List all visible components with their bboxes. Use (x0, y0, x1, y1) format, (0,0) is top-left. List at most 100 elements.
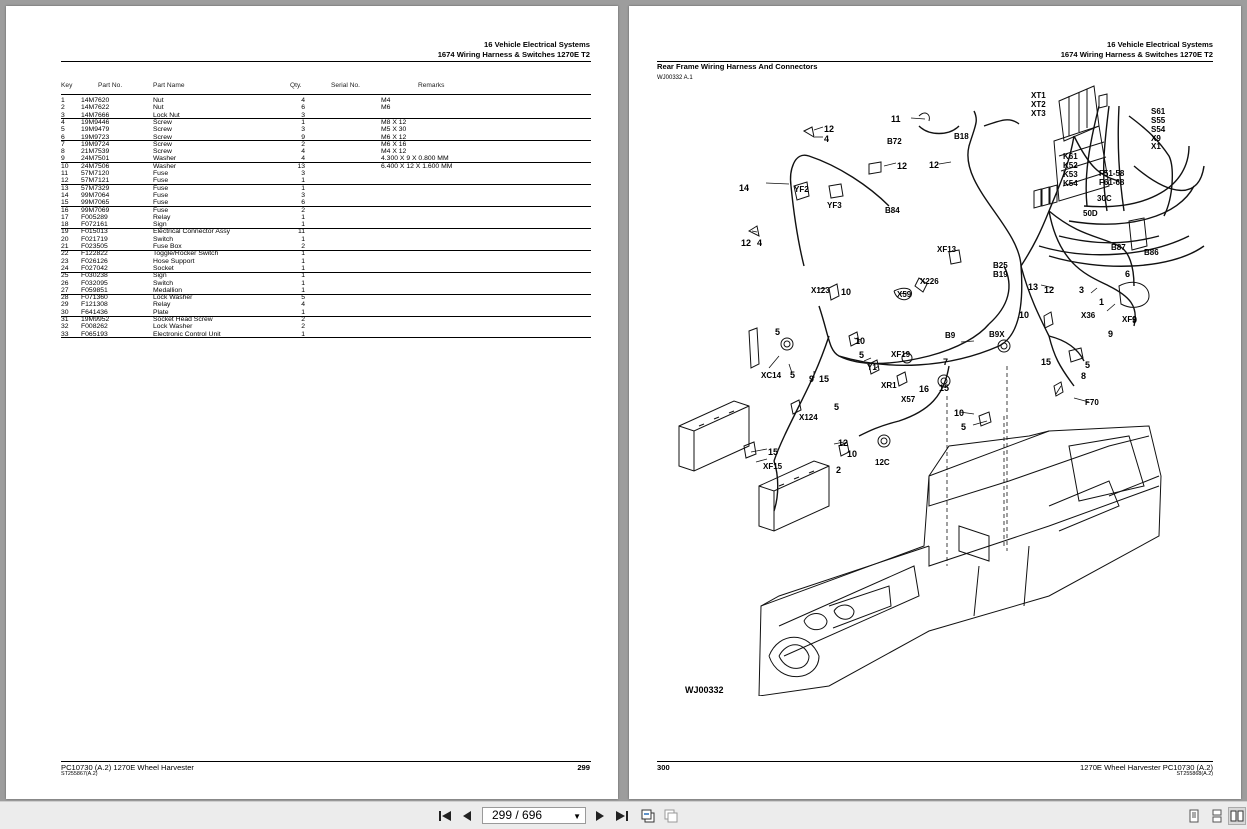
callout-label: F70 (1085, 398, 1099, 407)
row-part-name: Electrical Connector Assy (153, 228, 231, 236)
next-page-button[interactable] (591, 807, 609, 825)
row-part-no: F021719 (81, 235, 108, 243)
row-qty: 9 (301, 133, 305, 141)
row-qty: 2 (301, 206, 305, 214)
row-qty: 3 (301, 191, 305, 199)
row-key: 6 (61, 133, 65, 141)
page-number-input[interactable]: 299 / 696 ▼ (482, 807, 586, 824)
row-part-no: 24M7506 (81, 162, 110, 170)
relay-block (1053, 85, 1110, 202)
last-page-button[interactable] (613, 807, 631, 825)
row-qty: 1 (301, 308, 305, 316)
callout-label: 12C (875, 458, 890, 467)
row-part-no: 19M9952 (81, 316, 110, 323)
row-qty: 1 (301, 235, 305, 243)
row-part-name: Sign (153, 272, 167, 280)
row-part-name: Electronic Control Unit (153, 330, 221, 338)
row-qty: 1 (301, 177, 305, 185)
figure-code: WJ00332 (685, 685, 724, 695)
row-key: 33 (61, 330, 69, 338)
section-title: 16 Vehicle Electrical Systems (484, 40, 590, 49)
header-rule (657, 61, 1213, 62)
harness-cables (773, 105, 1205, 512)
row-qty: 4 (301, 155, 305, 163)
row-part-name: Toggle/Rocker Switch (153, 250, 219, 258)
row-qty: 11 (297, 228, 305, 236)
row-part-name: Switch (153, 235, 174, 243)
footer-document: 1270E Wheel Harvester PC10730 (A.2) (1080, 763, 1213, 772)
callout-label: XF13 (937, 245, 957, 254)
row-key: 9 (61, 155, 65, 163)
callout-label: X36 (1081, 311, 1096, 320)
callout-label: 8 (1081, 371, 1086, 381)
callout-label: 4 (824, 134, 829, 144)
section-subtitle: 1674 Wiring Harness & Switches 1270E T2 (1060, 50, 1213, 59)
row-key: 29 (61, 301, 69, 309)
next-view-button[interactable] (662, 807, 680, 825)
callout-label: K61 (1063, 152, 1078, 161)
row-key: 13 (61, 184, 69, 192)
callout-label: 10 (855, 336, 865, 346)
row-key: 32 (61, 323, 69, 331)
two-page-view-icon (1230, 810, 1244, 822)
row-part-no: 14M7620 (81, 97, 110, 104)
callout-label: B84 (885, 206, 900, 215)
callout-label: X123 (811, 286, 830, 295)
left-page: 16 Vehicle Electrical Systems 1674 Wirin… (6, 6, 618, 799)
row-part-no: 99M7065 (81, 199, 110, 207)
row-qty: 2 (301, 243, 305, 250)
row-key: 12 (61, 177, 69, 185)
footer-document: PC10730 (A.2) 1270E Wheel Harvester (61, 763, 194, 772)
row-key: 30 (61, 308, 69, 316)
row-part-name: Nut (153, 97, 164, 104)
row-part-no: 99M7069 (81, 206, 110, 214)
row-key: 23 (61, 257, 69, 265)
diagram-id: WJ00332 A.1 (657, 75, 693, 81)
connectors (743, 112, 1150, 459)
row-part-name: Sign (153, 221, 167, 229)
continuous-view-button[interactable] (1208, 807, 1226, 825)
callout-label: YF3 (827, 201, 842, 210)
callout-label: S61 (1151, 107, 1166, 116)
previous-view-button[interactable] (639, 807, 657, 825)
row-part-name: Fuse (153, 184, 169, 192)
callout-label: X57 (901, 395, 916, 404)
group-divider (61, 249, 591, 251)
row-key: 18 (61, 221, 69, 229)
callout-label: X9 (1151, 134, 1161, 143)
first-page-button[interactable] (436, 807, 454, 825)
row-key: 1 (61, 97, 65, 104)
row-part-no: 24M7501 (81, 155, 110, 163)
row-part-no: F008262 (81, 323, 108, 331)
single-page-view-button[interactable] (1185, 807, 1203, 825)
row-key: 25 (61, 272, 69, 280)
two-page-view-button[interactable] (1228, 807, 1246, 825)
row-part-name: Plate (153, 308, 169, 316)
previous-page-button[interactable] (458, 807, 476, 825)
table-header-rule (61, 94, 591, 95)
callout-label: F61-68 (1099, 178, 1125, 187)
row-part-no: 21M7539 (81, 148, 110, 156)
callout-label: X124 (799, 413, 818, 422)
row-part-no: F121308 (81, 301, 108, 309)
row-remarks: M5 X 30 (381, 126, 407, 134)
table-end-rule (61, 337, 591, 339)
chevron-down-icon[interactable]: ▼ (573, 812, 581, 821)
row-qty: 3 (301, 126, 305, 134)
callout-label: S54 (1151, 125, 1166, 134)
row-qty: 2 (301, 316, 305, 323)
row-part-name: Lock Washer (153, 323, 193, 331)
row-part-name: Nut (153, 104, 164, 112)
header-rule (61, 61, 591, 62)
